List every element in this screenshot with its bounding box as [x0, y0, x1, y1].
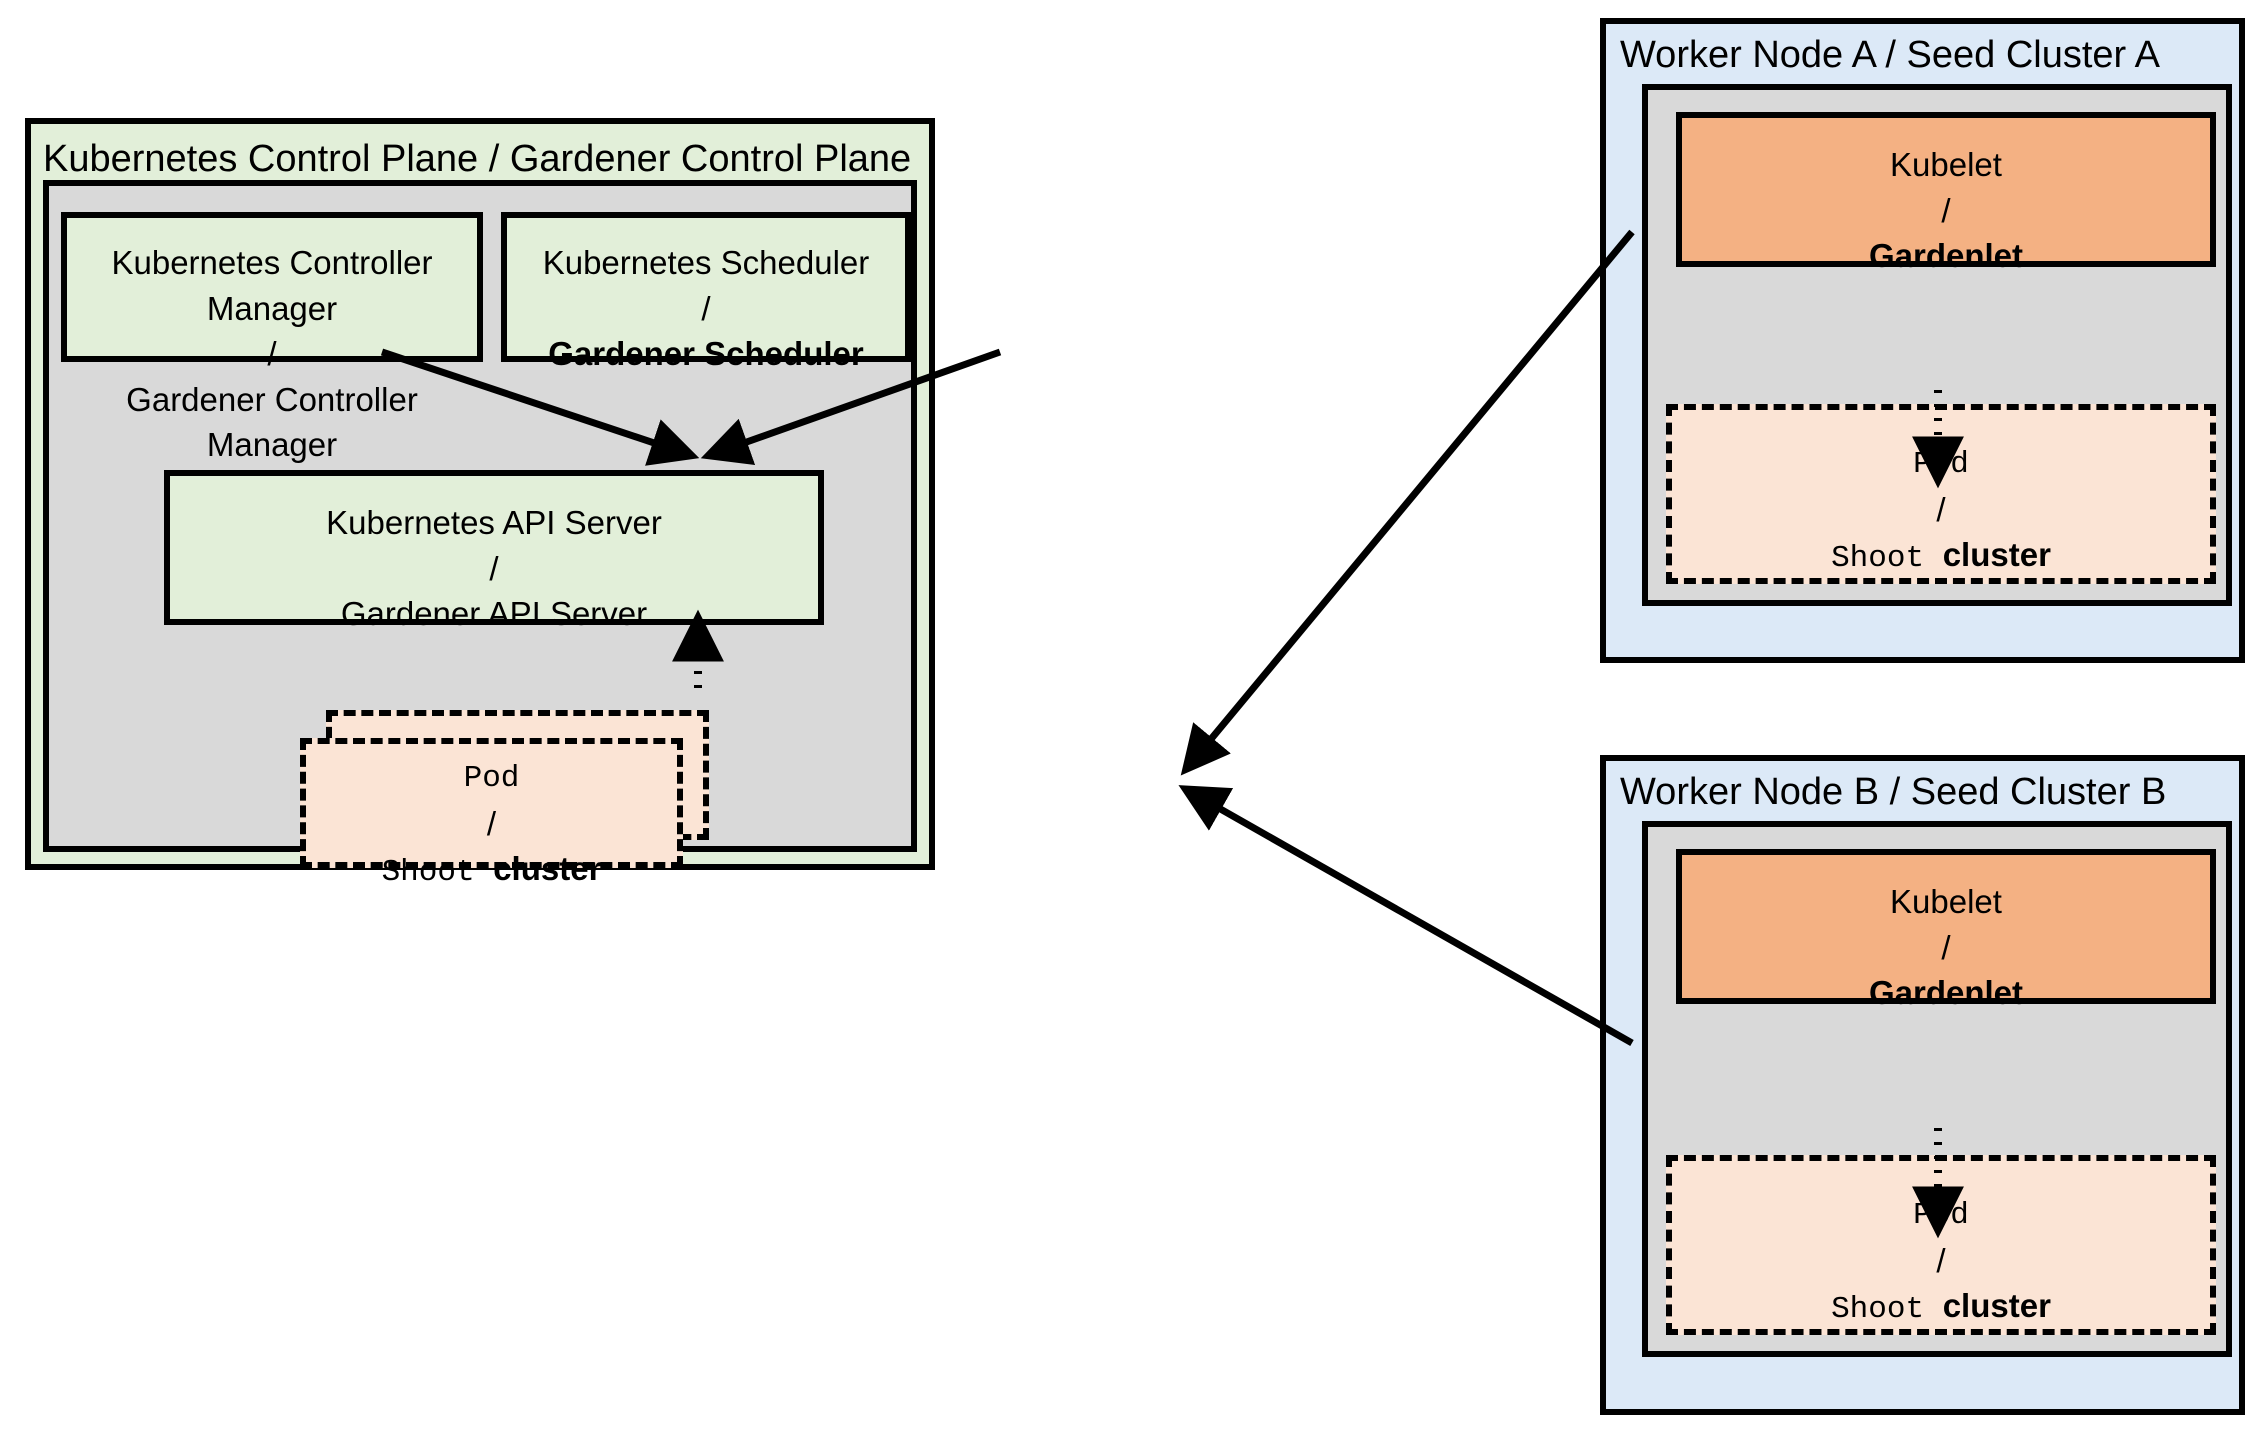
control-plane-pod-shoot: Shoot [381, 855, 494, 891]
scheduler-separator: / [701, 289, 711, 327]
worker-node-a-group: Worker Node A / Seed Cluster A Kubelet /… [1600, 18, 2245, 663]
worker-node-a-pod-shoot: Shoot [1831, 541, 1943, 577]
worker-node-b-pod-text: Pod / Shoot cluster [1672, 1195, 2210, 1332]
worker-node-a-inner-area: Kubelet / Gardenlet Pod / Shoot cluster [1642, 84, 2232, 606]
worker-node-b-pod-box: Pod / Shoot cluster [1666, 1155, 2216, 1335]
scheduler-text: Kubernetes Scheduler / Gardener Schedule… [507, 240, 905, 377]
worker-node-b-inner-area: Kubelet / Gardenlet Pod / Shoot cluster [1642, 821, 2232, 1357]
scheduler-line2: Gardener Scheduler [548, 335, 864, 373]
gardenlet-b-line2: Gardenlet [1868, 974, 2024, 1012]
api-server-box: Kubernetes API Server / Gardener API Ser… [164, 470, 824, 632]
worker-node-b-title: Worker Node B / Seed Cluster B [1620, 771, 2167, 813]
gardenlet-a-box: Kubelet / Gardenlet [1676, 112, 2216, 274]
gardenlet-a-line1: Kubelet [1890, 146, 2002, 183]
gardenlet-b-separator: / [1941, 928, 1951, 966]
control-plane-pod-separator: / [486, 804, 497, 842]
worker-node-b-pod-line2: Shoot cluster [1672, 1283, 2210, 1332]
worker-node-b-group: Worker Node B / Seed Cluster B Kubelet /… [1600, 755, 2245, 1415]
control-plane-pod-text: Pod / Shoot cluster [306, 758, 677, 895]
worker-node-a-pod-line1: Pod [1913, 447, 1969, 482]
control-plane-pod-line2: Shoot cluster [306, 846, 677, 895]
control-plane-inner-area: Kubernetes Controller Manager / Gardener… [43, 180, 917, 890]
worker-node-a-title: Worker Node A / Seed Cluster A [1620, 34, 2161, 76]
controller-manager-text: Kubernetes Controller Manager / Gardener… [67, 240, 477, 468]
gardenlet-a-separator: / [1941, 191, 1951, 229]
gardenlet-a-line2: Gardenlet [1868, 237, 2024, 275]
control-plane-group: Kubernetes Control Plane / Gardener Cont… [25, 118, 935, 890]
control-plane-title: Kubernetes Control Plane / Gardener Cont… [43, 138, 912, 180]
worker-node-b-pod-line1: Pod [1913, 1198, 1969, 1233]
controller-manager-line1: Kubernetes Controller Manager [111, 244, 433, 327]
worker-node-a-pod-cluster: cluster [1942, 536, 2051, 574]
gardenlet-a-text: Kubelet / Gardenlet [1682, 142, 2210, 279]
control-plane-pod-cluster: cluster [493, 850, 602, 888]
gardenlet-b-text: Kubelet / Gardenlet [1682, 879, 2210, 1016]
gardenlet-b-line1: Kubelet [1890, 883, 2002, 920]
arrow-gardenlet-a-to-api-server [1180, 229, 1635, 776]
api-server-separator: / [489, 549, 499, 587]
worker-node-b-pod-separator: / [1936, 1241, 1946, 1279]
controller-manager-separator: / [267, 335, 277, 373]
api-server-text: Kubernetes API Server / Gardener API Ser… [170, 500, 818, 637]
controller-manager-line2: Gardener Controller Manager [126, 380, 418, 464]
scheduler-line1: Kubernetes Scheduler [542, 244, 870, 281]
worker-node-b-pod-cluster: cluster [1942, 1287, 2051, 1325]
gardenlet-b-box: Kubelet / Gardenlet [1676, 849, 2216, 1011]
arrow-gardenlet-b-to-api-server [1178, 785, 1634, 1047]
api-server-line1: Kubernetes API Server [326, 504, 662, 541]
controller-manager-box: Kubernetes Controller Manager / Gardener… [61, 212, 483, 463]
worker-node-a-pod-line2: Shoot cluster [1672, 532, 2210, 581]
worker-node-a-pod-text: Pod / Shoot cluster [1672, 444, 2210, 581]
control-plane-pod-line1: Pod [463, 761, 520, 796]
api-server-line2: Gardener API Server [340, 595, 648, 633]
worker-node-a-pod-separator: / [1936, 490, 1946, 528]
control-plane-pod-box: Pod / Shoot cluster [300, 738, 683, 890]
worker-node-b-pod-shoot: Shoot [1831, 1292, 1943, 1328]
scheduler-box: Kubernetes Scheduler / Gardener Schedule… [501, 212, 911, 372]
worker-node-a-pod-box: Pod / Shoot cluster [1666, 404, 2216, 584]
